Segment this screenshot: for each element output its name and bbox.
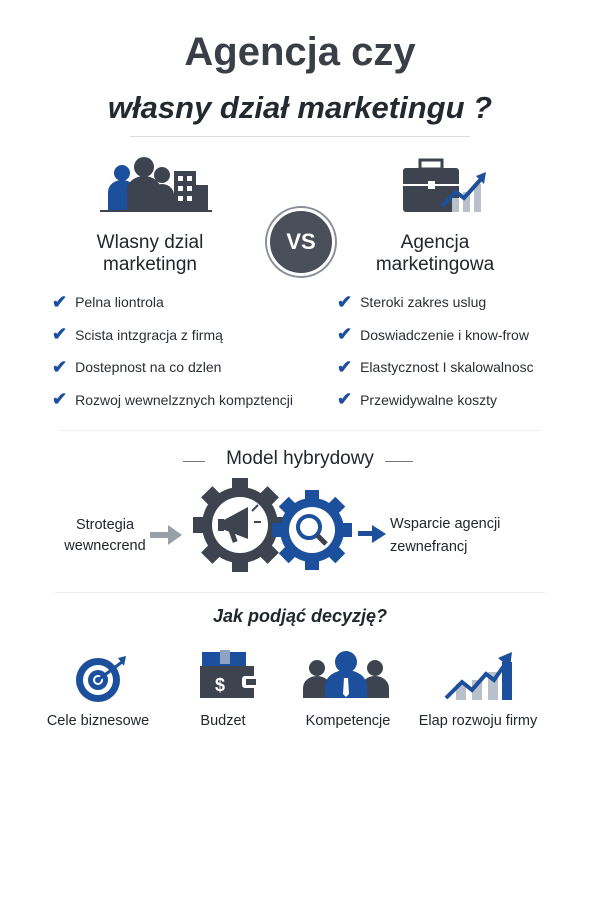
decision-item-budget: Budzet bbox=[200, 713, 246, 729]
divider bbox=[385, 461, 413, 462]
check-icon: ✔ bbox=[52, 291, 68, 312]
arrow-right-blue-icon bbox=[358, 525, 386, 543]
target-icon bbox=[76, 656, 126, 702]
item-text: Pelna liontrola bbox=[75, 294, 164, 311]
decision-heading: Jak podjąć decyzję? bbox=[212, 606, 388, 626]
check-icon: ✔ bbox=[52, 356, 68, 377]
left-list: ✔ Pelna liontrola ✔ Scista intzgracja z fi… bbox=[52, 286, 293, 416]
item-text: Scista intzgracja z firmą bbox=[75, 326, 223, 343]
text-line: Wsparcie agencji bbox=[390, 516, 501, 532]
arrow-right-gray-icon bbox=[150, 525, 182, 545]
megaphone-icon bbox=[218, 504, 261, 543]
divider bbox=[60, 430, 540, 431]
svg-text:$: $ bbox=[215, 675, 225, 695]
divider bbox=[130, 136, 470, 137]
title-line-1: Agencja czy bbox=[184, 30, 416, 74]
decision-item-growth-stage: Elap rozwoju firmy bbox=[418, 713, 538, 729]
check-icon: ✔ bbox=[337, 324, 353, 345]
list-item: ✔ Steroki zakres uslug bbox=[337, 286, 534, 319]
check-icon: ✔ bbox=[337, 291, 353, 312]
item-text: Przewidywalne koszty bbox=[360, 391, 498, 408]
agency-support-text: Wsparcie agencji zewnefrancj bbox=[390, 513, 500, 559]
team-icon bbox=[303, 651, 389, 698]
decision-item-goals: Cele biznesowe bbox=[46, 713, 150, 729]
item-text: Elastycznost I skalowalnosc bbox=[360, 359, 534, 376]
divider bbox=[183, 461, 205, 462]
list-item: ✔ Scista intzgracja z firmą bbox=[52, 319, 293, 352]
text-line: wewnecrend bbox=[64, 538, 146, 554]
internal-strategy-text: Strotegia wewnecrend bbox=[55, 515, 155, 557]
list-item: ✔ Dostepnost na co dzlen bbox=[52, 351, 293, 384]
text-line: zewnefrancj bbox=[390, 539, 468, 555]
item-text: Steroki zakres uslug bbox=[360, 294, 487, 311]
text-line: Strotegia bbox=[75, 517, 135, 533]
check-icon: ✔ bbox=[52, 389, 68, 410]
list-item: ✔ Rozwoj wewnelzznych kompztencji bbox=[52, 384, 293, 417]
decision-item-competences: Kompetencje bbox=[305, 713, 391, 729]
wallet-icon: $ bbox=[200, 650, 256, 698]
check-icon: ✔ bbox=[337, 356, 353, 377]
list-item: ✔ Doswiadczenie i know-frow bbox=[337, 319, 534, 352]
briefcase-growth-icon bbox=[403, 158, 486, 212]
list-item: ✔ Pelna liontrola bbox=[52, 286, 293, 319]
right-column-heading: Agencja marketingowa bbox=[375, 232, 495, 275]
vs-badge: VS bbox=[267, 208, 335, 276]
growth-chart-icon bbox=[444, 652, 512, 700]
team-building-icon bbox=[100, 157, 212, 212]
list-item: ✔ Przewidywalne koszty bbox=[337, 384, 534, 417]
item-text: Dostepnost na co dzlen bbox=[75, 359, 222, 376]
left-column-heading: Wlasny dzial marketingn bbox=[96, 232, 204, 275]
check-icon: ✔ bbox=[52, 324, 68, 345]
item-text: Doswiadczenie i know-frow bbox=[360, 326, 529, 343]
check-icon: ✔ bbox=[337, 389, 353, 410]
divider bbox=[55, 592, 545, 593]
right-list: ✔ Steroki zakres uslug ✔ Doswiadczenie i k… bbox=[337, 286, 534, 416]
list-item: ✔ Elastycznost I skalowalnosc bbox=[337, 351, 534, 384]
item-text: Rozwoj wewnelzznych kompztencji bbox=[75, 391, 293, 408]
hybrid-heading: Model hybrydowy bbox=[226, 448, 374, 469]
gears-icon bbox=[193, 478, 352, 572]
title-line-2: własny dział marketingu ? bbox=[107, 90, 493, 125]
